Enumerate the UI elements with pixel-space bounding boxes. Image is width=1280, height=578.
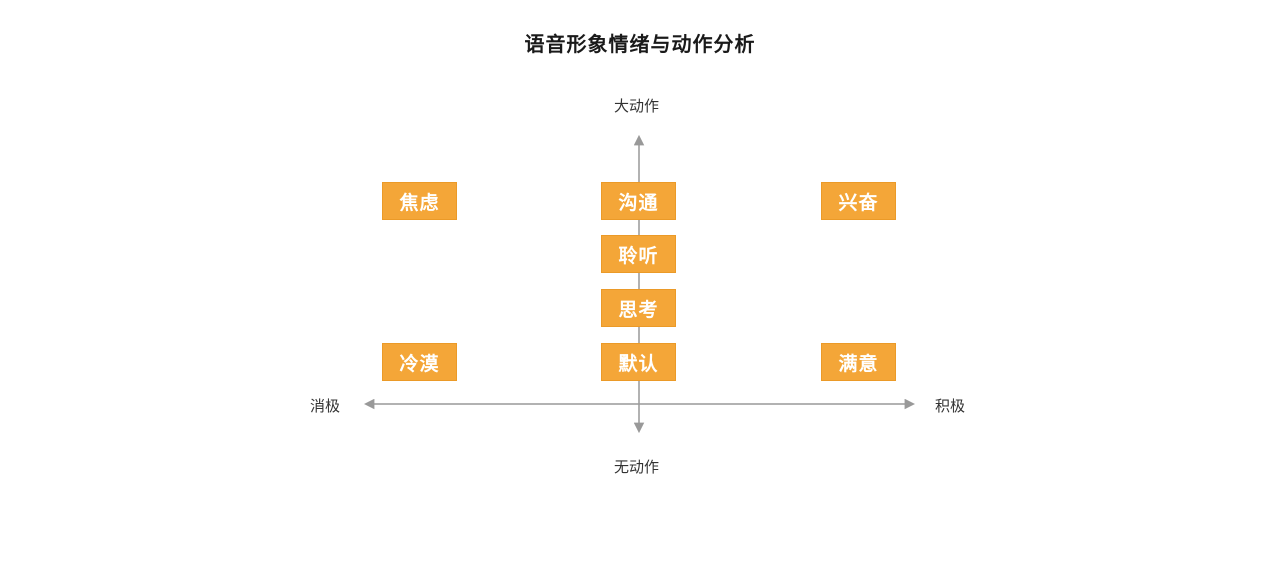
diagram-title: 语音形象情绪与动作分析: [524, 32, 756, 56]
emotion-box-excited: 兴奋: [821, 182, 896, 220]
emotion-box-think: 思考: [601, 289, 676, 327]
emotion-box-satisfied: 满意: [821, 343, 896, 381]
emotion-box-listen: 聆听: [601, 235, 676, 273]
emotion-box-anxious: 焦虑: [382, 182, 457, 220]
emotion-box-communicate: 沟通: [601, 182, 676, 220]
emotion-box-default: 默认: [601, 343, 676, 381]
axis-label-bottom: 无动作: [614, 458, 660, 476]
axis-label-right: 积极: [935, 397, 966, 415]
axis-label-top: 大动作: [614, 97, 660, 115]
axis-label-left: 消极: [310, 397, 341, 415]
emotion-box-indifferent: 冷漠: [382, 343, 457, 381]
